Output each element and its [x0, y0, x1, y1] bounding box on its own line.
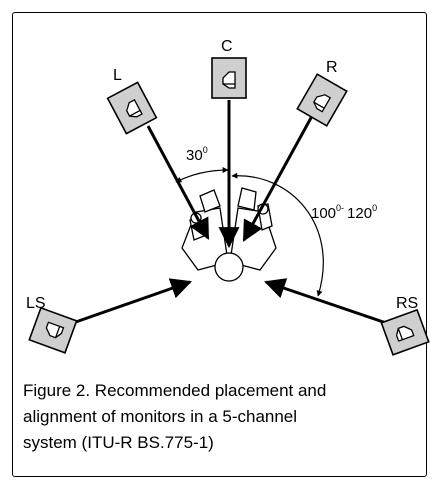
arc-30-degrees — [175, 167, 229, 183]
caption-line-3: system (ITU-R BS.775-1) — [23, 433, 214, 452]
angle-surround-label: 1000-1200 — [311, 203, 377, 222]
speaker-left-surround — [28, 306, 78, 354]
left-backrest — [199, 189, 221, 213]
angle-front-label: 300 — [186, 145, 208, 164]
label-right: R — [326, 59, 338, 76]
speaker-center — [211, 57, 247, 99]
caption-line-1: Figure 2. Recommended placement and — [23, 381, 327, 400]
listener-head — [214, 252, 244, 282]
label-left: L — [113, 67, 122, 84]
caption-line-2: alignment of monitors in a 5-channel — [23, 407, 298, 426]
speaker-right-surround — [380, 308, 430, 356]
line-left — [146, 125, 210, 240]
line-right — [242, 115, 314, 242]
figure-frame — [12, 12, 427, 477]
label-right-surround: RS — [396, 295, 418, 312]
line-right-surround — [264, 278, 393, 327]
line-left-surround — [69, 278, 192, 326]
speaker-right — [296, 73, 348, 127]
speaker-left — [106, 81, 158, 135]
label-left-surround: LS — [26, 295, 46, 312]
right-backrest — [237, 187, 257, 211]
arc-100-120-degrees — [231, 172, 324, 297]
label-center: C — [221, 38, 233, 55]
figure-caption: Figure 2. Recommended placement and alig… — [23, 378, 423, 456]
